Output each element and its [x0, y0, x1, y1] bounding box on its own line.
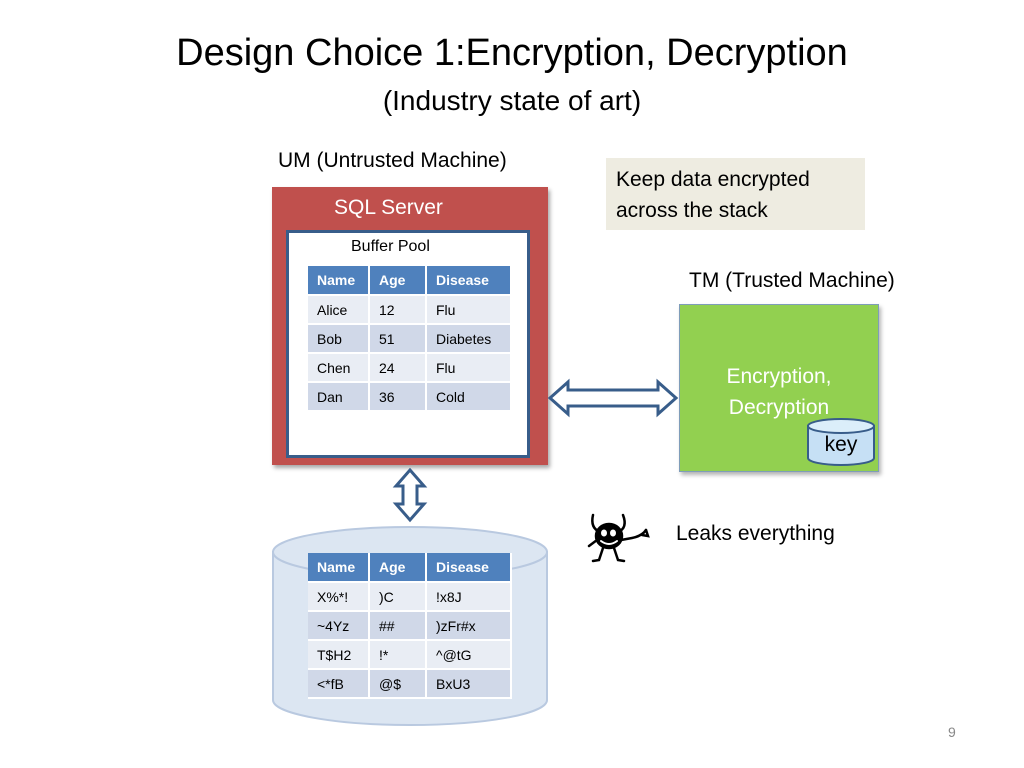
- table-cell: Diabetes: [427, 325, 512, 354]
- table-cell: ##: [370, 612, 427, 641]
- column-header-disease: Disease: [427, 266, 512, 296]
- column-header-name: Name: [308, 266, 370, 296]
- slide-title: Design Choice 1:Encryption, Decryption: [176, 32, 848, 74]
- table-cell: Alice: [308, 296, 370, 325]
- table-cell: 12: [370, 296, 427, 325]
- table-cell: BxU3: [427, 670, 512, 699]
- table-cell: Bob: [308, 325, 370, 354]
- table-row: X%*! )C !x8J: [308, 583, 512, 612]
- disk-table: Name Age Disease X%*! )C !x8J ~4Yz ## )z…: [308, 553, 512, 699]
- page-number: 9: [948, 724, 956, 740]
- column-header-age: Age: [370, 266, 427, 296]
- table-cell: Dan: [308, 383, 370, 412]
- table-cell: 51: [370, 325, 427, 354]
- buffer-pool-label: Buffer Pool: [351, 238, 430, 255]
- note-box: Keep data encrypted across the stack: [606, 158, 865, 230]
- leaks-everything-label: Leaks everything: [676, 522, 835, 545]
- note-line-1: Keep data encrypted: [616, 168, 810, 191]
- table-cell: X%*!: [308, 583, 370, 612]
- table-cell: 24: [370, 354, 427, 383]
- table-cell: Flu: [427, 354, 512, 383]
- trusted-line-1: Encryption,: [726, 365, 832, 388]
- sql-server-label: SQL Server: [334, 196, 443, 219]
- table-row: Alice 12 Flu: [308, 296, 512, 325]
- table-cell: !x8J: [427, 583, 512, 612]
- table-cell: T$H2: [308, 641, 370, 670]
- slide-subtitle: (Industry state of art): [382, 85, 642, 116]
- key-label: key: [824, 433, 858, 456]
- encryption-decryption-label: Encryption, Decryption: [679, 361, 879, 423]
- table-cell: ~4Yz: [308, 612, 370, 641]
- double-arrow-horizontal: [547, 378, 679, 418]
- table-row: Chen 24 Flu: [308, 354, 512, 383]
- table-row: Dan 36 Cold: [308, 383, 512, 412]
- table-cell: 36: [370, 383, 427, 412]
- table-row: ~4Yz ## )zFr#x: [308, 612, 512, 641]
- untrusted-machine-label: UM (Untrusted Machine): [278, 149, 507, 172]
- table-row: <*fB @$ BxU3: [308, 670, 512, 699]
- table-cell: Flu: [427, 296, 512, 325]
- table-header-row: Name Age Disease: [308, 266, 512, 296]
- table-cell: )zFr#x: [427, 612, 512, 641]
- trusted-machine-label: TM (Trusted Machine): [689, 269, 895, 292]
- table-header-row: Name Age Disease: [308, 553, 512, 583]
- key-cylinder-overlay: [807, 418, 875, 466]
- table-cell: )C: [370, 583, 427, 612]
- devil-icon: [587, 513, 650, 563]
- table-cell: Chen: [308, 354, 370, 383]
- table-cell: Cold: [427, 383, 512, 412]
- table-cell: !*: [370, 641, 427, 670]
- note-line-2: across the stack: [616, 199, 768, 222]
- column-header-name: Name: [308, 553, 370, 583]
- table-cell: <*fB: [308, 670, 370, 699]
- trusted-line-2: Decryption: [728, 396, 830, 419]
- table-row: Bob 51 Diabetes: [308, 325, 512, 354]
- column-header-disease: Disease: [427, 553, 512, 583]
- double-arrow-vertical: [392, 467, 428, 523]
- table-cell: @$: [370, 670, 427, 699]
- buffer-pool-table: Name Age Disease Alice 12 Flu Bob 51 Dia…: [308, 266, 512, 412]
- table-cell: ^@tG: [427, 641, 512, 670]
- table-row: T$H2 !* ^@tG: [308, 641, 512, 670]
- column-header-age: Age: [370, 553, 427, 583]
